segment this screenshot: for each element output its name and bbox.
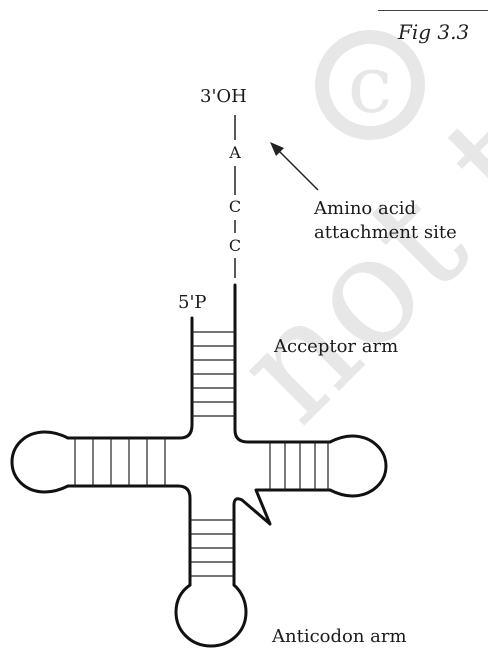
d-arm-base-pairs bbox=[74, 438, 166, 486]
figure-label: Fig 3.3 bbox=[398, 20, 470, 44]
acceptor-arm-label: Acceptor arm bbox=[274, 336, 399, 357]
amino-acid-label-line2: attachment site bbox=[314, 222, 457, 243]
nucleotide-c-1: C bbox=[228, 197, 242, 216]
five-prime-p-label: 5'P bbox=[178, 292, 207, 313]
figure-rule bbox=[378, 10, 488, 11]
amino-acid-arrow bbox=[270, 142, 319, 191]
backbone bbox=[10, 283, 388, 648]
svg-text:c: c bbox=[348, 38, 393, 131]
nucleotide-c-2: C bbox=[228, 236, 242, 255]
amino-acid-label-line1: Amino acid bbox=[314, 198, 417, 219]
acceptor-stem-base-pairs bbox=[192, 331, 235, 417]
anticodon-stem-base-pairs bbox=[190, 519, 234, 577]
nucleotide-a: A bbox=[229, 143, 241, 162]
t-arm-base-pairs bbox=[269, 442, 329, 490]
anticodon-arm-label: Anticodon arm bbox=[272, 626, 407, 647]
three-prime-oh-label: 3'OH bbox=[200, 86, 247, 107]
